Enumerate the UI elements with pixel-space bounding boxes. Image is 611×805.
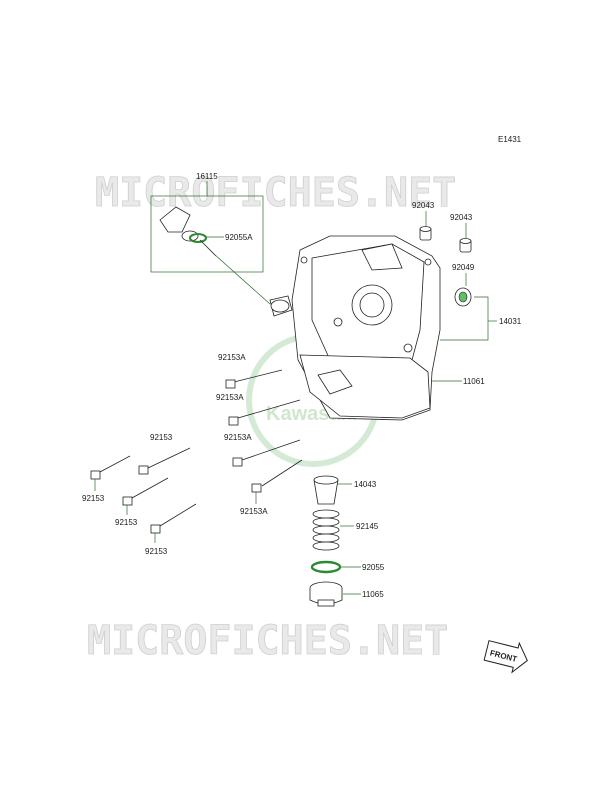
label-92153A-4: 92153A [240,507,268,516]
oil-filler-cap-group: 16115 92055A [150,172,271,305]
label-92153-3: 92153 [115,518,138,527]
label-92153-2: 92153 [82,494,105,503]
diagram-id: E1431 [498,135,522,144]
bolt-92153A-3: 92153A [224,433,301,467]
label-92049: 92049 [452,263,475,272]
label-92055A: 92055A [225,233,253,242]
label-92153A-2: 92153A [216,393,244,402]
bolt-92153-4: 92153 [145,503,197,556]
bolt-92153A-4: 92153A [240,459,303,516]
label-92153A-1: 92153A [218,353,246,362]
bolt-92153-3: 92153 [115,477,169,527]
label-92153-4: 92153 [145,547,168,556]
drain-plug-11065: 11065 [309,581,384,607]
label-11065: 11065 [362,590,384,599]
watermark-bottom: MICROFICHES.NET [87,618,448,664]
label-16115: 16115 [196,172,218,181]
front-direction-badge: FRONT [483,640,528,674]
bolt-92153-2: 92153 [82,455,131,503]
label-92153A-3: 92153A [224,433,252,442]
label-14031: 14031 [499,317,522,326]
label-92055: 92055 [362,563,385,572]
label-92043a: 92043 [412,201,435,210]
bolt-92153-1: 92153 [138,433,191,475]
dowel-pin-92043-left: 92043 [412,201,435,241]
watermark-top: MICROFICHES.NET [95,170,456,216]
label-92153-1: 92153 [150,433,173,442]
bolt-92153A-1: 92153A [218,353,283,389]
label-14043: 14043 [354,480,377,489]
dowel-pin-92043-right: 92043 [450,213,473,253]
bolt-92153A-2: 92153A [216,393,301,426]
label-11061: 11061 [463,377,485,386]
label-92043b: 92043 [450,213,473,222]
o-ring-92055: 92055 [310,560,385,574]
oil-seal-92049: 92049 14031 [440,263,522,341]
spring-92145: 92145 [312,509,379,551]
strainer-14043: 14043 [313,475,377,505]
crankcase-cover: 11061 [269,235,485,421]
label-92145: 92145 [356,522,379,531]
